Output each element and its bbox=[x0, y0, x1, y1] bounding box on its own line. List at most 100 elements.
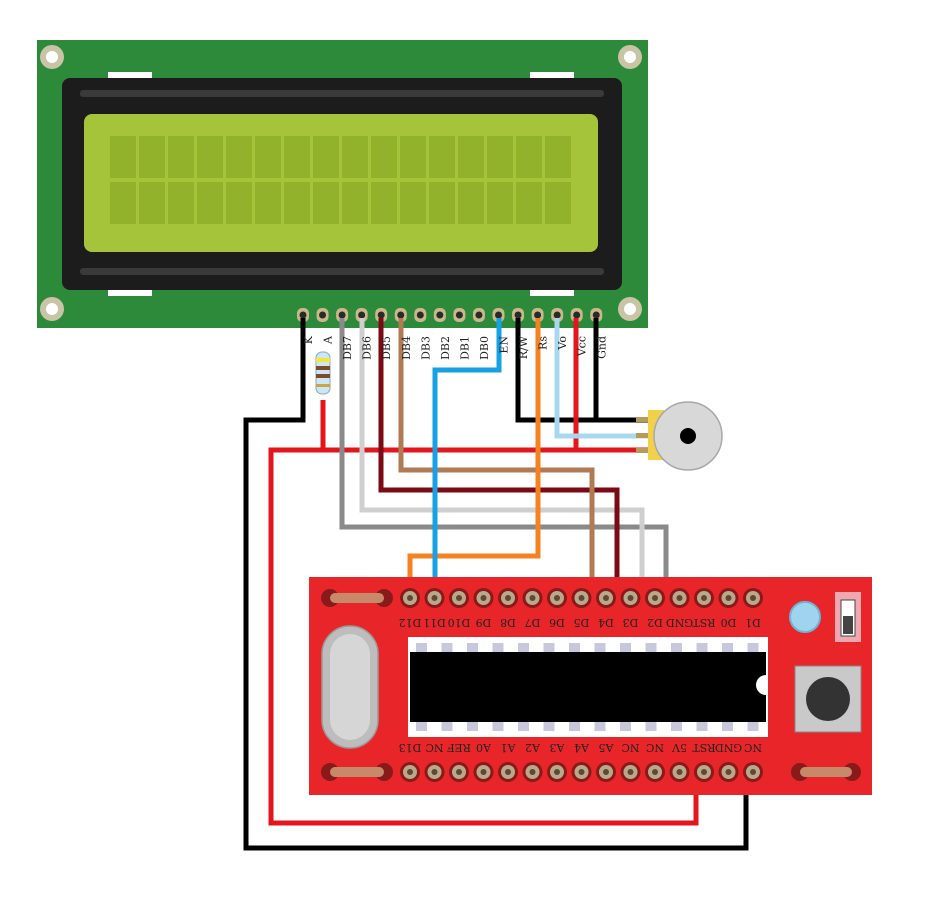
lcd-cell bbox=[197, 136, 223, 178]
board-top-label: D4 bbox=[598, 616, 614, 629]
header-pin bbox=[743, 762, 763, 782]
lcd-cell bbox=[342, 182, 368, 224]
header-pin bbox=[473, 588, 494, 608]
power-led-icon bbox=[789, 601, 821, 633]
board-top-header bbox=[400, 588, 763, 608]
header-pin bbox=[620, 588, 641, 608]
header-pin bbox=[400, 762, 420, 782]
lcd-pin-label: DB1 bbox=[458, 336, 471, 360]
lcd-cell bbox=[255, 182, 281, 224]
lcd-mount-hole-tl bbox=[40, 45, 64, 69]
header-pin bbox=[424, 588, 445, 608]
header-pin bbox=[669, 762, 690, 782]
lcd-pin bbox=[297, 308, 309, 322]
lcd-pin bbox=[336, 308, 349, 322]
board-top-label: D8 bbox=[500, 616, 516, 629]
lcd-mount-hole-br bbox=[618, 297, 642, 321]
lcd-mount-hole-tr bbox=[618, 45, 642, 69]
lcd-pin-label: DB6 bbox=[361, 336, 374, 360]
lcd-pin-label: A bbox=[322, 335, 335, 345]
board-bottom-label: A1 bbox=[501, 741, 517, 754]
board-bottom-label: A0 bbox=[476, 741, 492, 754]
board-top-label: D0 bbox=[721, 616, 737, 629]
lcd-bezel-bottom-bar bbox=[80, 268, 604, 275]
lcd-cell bbox=[487, 136, 513, 178]
header-pin bbox=[669, 588, 690, 608]
wire-db6-lightgrey bbox=[359, 318, 645, 598]
reset-button-icon bbox=[794, 665, 862, 733]
board-jumper bbox=[791, 763, 861, 781]
lcd-cell bbox=[458, 182, 484, 224]
board-bottom-label: NC bbox=[646, 741, 664, 754]
board-top-label: D10 bbox=[448, 616, 471, 629]
board-top-label: D3 bbox=[623, 616, 639, 629]
wire-vo-lightblue bbox=[554, 318, 648, 439]
lcd-pin bbox=[355, 308, 368, 322]
header-pin bbox=[596, 762, 616, 782]
board-top-label: D6 bbox=[549, 616, 565, 629]
lcd-cell bbox=[284, 136, 310, 178]
lcd-pin bbox=[433, 308, 446, 322]
header-pin bbox=[718, 762, 739, 782]
board-top-label: D2 bbox=[647, 616, 663, 629]
lcd-cell bbox=[139, 136, 165, 178]
lcd-pin-label: Vo bbox=[556, 336, 569, 351]
header-pin bbox=[547, 588, 567, 608]
lcd-cell bbox=[400, 136, 426, 178]
lcd-pin-label: Rs bbox=[537, 336, 550, 350]
potentiometer-icon bbox=[636, 401, 723, 471]
wire-db7-grey bbox=[339, 318, 669, 598]
lcd-module bbox=[37, 40, 648, 328]
lcd-pin-label: Gnd bbox=[595, 336, 608, 359]
board-bottom-label: A4 bbox=[574, 741, 590, 754]
board-bottom-label: GND bbox=[715, 741, 742, 754]
lcd-cell bbox=[313, 136, 339, 178]
header-pin bbox=[718, 588, 739, 608]
lcd-cell bbox=[545, 182, 571, 224]
lcd-bezel-top-bar bbox=[80, 90, 604, 97]
lcd-pin-label: K bbox=[302, 335, 315, 344]
lcd-cell bbox=[545, 136, 571, 178]
lcd-pin-label: DB5 bbox=[380, 336, 393, 360]
wire-db4-brown bbox=[398, 318, 595, 598]
header-pin bbox=[522, 762, 543, 782]
header-pin bbox=[473, 762, 494, 782]
board-jumper bbox=[321, 763, 393, 781]
lcd-cell bbox=[197, 182, 223, 224]
board-top-label: GND bbox=[666, 616, 693, 629]
lcd-pin-label: R/W bbox=[517, 335, 530, 359]
crystal-icon bbox=[321, 625, 379, 749]
board-top-label: RST bbox=[692, 616, 716, 629]
lcd-pin-label: DB4 bbox=[400, 336, 413, 360]
board-top-label: D5 bbox=[574, 616, 590, 629]
header-pin bbox=[645, 762, 665, 782]
lcd-cell bbox=[110, 182, 136, 224]
resistor-icon bbox=[315, 351, 331, 395]
lcd-mount-hole-bl bbox=[40, 297, 64, 321]
header-pin bbox=[547, 762, 567, 782]
board-top-label: D1 bbox=[745, 616, 761, 629]
microcontroller-chip bbox=[408, 637, 768, 737]
board-bottom-label: A3 bbox=[550, 741, 566, 754]
lcd-cell bbox=[168, 182, 194, 224]
header-pin bbox=[571, 762, 592, 782]
lcd-pin-header bbox=[297, 308, 603, 322]
lcd-cell bbox=[313, 182, 339, 224]
lcd-clip bbox=[530, 72, 574, 78]
board-top-label: D12 bbox=[399, 616, 422, 629]
board-bottom-label: 5V bbox=[671, 741, 687, 754]
lcd-cell bbox=[255, 136, 281, 178]
lcd-cell bbox=[226, 182, 252, 224]
header-pin bbox=[449, 762, 469, 782]
board-jumper bbox=[321, 589, 393, 607]
board-bottom-label: A2 bbox=[525, 741, 541, 754]
header-pin bbox=[498, 762, 518, 782]
board-bottom-label: NC bbox=[621, 741, 639, 754]
board-top-label: D9 bbox=[476, 616, 492, 629]
header-pin bbox=[449, 588, 469, 608]
lcd-cell bbox=[284, 182, 310, 224]
